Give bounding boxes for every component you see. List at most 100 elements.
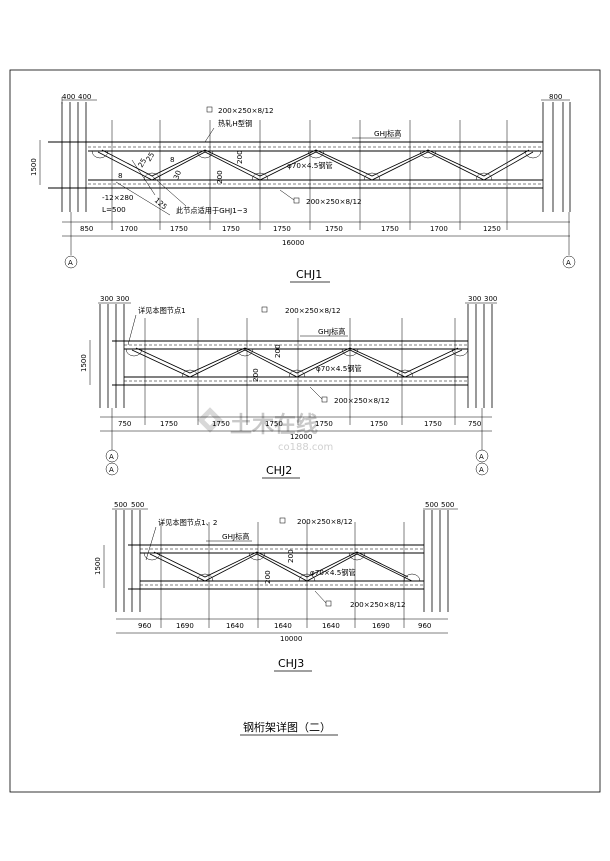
chj1-d1: 125 bbox=[153, 196, 169, 212]
chj2-bottom-section-square bbox=[321, 396, 328, 403]
chj1-height: 1500 bbox=[30, 158, 38, 176]
chj3-pipe: φ70×4.5钢管 bbox=[310, 568, 356, 577]
chj1-pipe: φ70×4.5钢管 bbox=[287, 161, 333, 170]
chj3-dim-500d: 500 bbox=[441, 501, 454, 509]
chj1-top-section-square bbox=[206, 106, 213, 113]
chj1-dim-400a: 400 bbox=[62, 93, 75, 101]
chj2-elev: GHJ标高 bbox=[318, 327, 345, 336]
chj3-bottom-section: 200×250×8/12 bbox=[350, 600, 406, 609]
chj2-dim-300c: 300 bbox=[468, 295, 481, 303]
chj2-dim-4: 1750 bbox=[315, 420, 333, 428]
chj3-dim-1: 1690 bbox=[176, 622, 194, 630]
chj2-top-section: 200×250×8/12 bbox=[285, 306, 341, 315]
chj3-node-ref: 详见本图节点1、2 bbox=[158, 518, 217, 527]
chj2-axis-right-2 bbox=[475, 462, 489, 476]
chj1-bottom-section-square bbox=[293, 197, 300, 204]
chj2-dim-5: 1750 bbox=[370, 420, 388, 428]
chj2-axis-left-2-label: A bbox=[109, 466, 114, 474]
chj3-dim-3: 1640 bbox=[274, 622, 292, 630]
chj1-rolled-h: 热轧H型钢 bbox=[218, 119, 252, 128]
chj1-d2: 25 bbox=[144, 151, 156, 163]
chj2-axis-left-1 bbox=[105, 449, 119, 463]
chj3-dim-2: 1640 bbox=[226, 622, 244, 630]
chj1-dim-6: 1750 bbox=[381, 225, 399, 233]
chj1-bottom-section: 200×250×8/12 bbox=[306, 197, 362, 206]
chj1-dim-2: 1750 bbox=[170, 225, 188, 233]
chj3-top-section: 200×250×8/12 bbox=[297, 517, 353, 526]
chj1-dim-4: 1750 bbox=[273, 225, 291, 233]
chj1-dim-5: 1750 bbox=[325, 225, 343, 233]
chj1-dim-400b: 400 bbox=[78, 93, 91, 101]
chj2-bottom-section: 200×250×8/12 bbox=[334, 396, 390, 405]
watermark: 土木在线 co188.com bbox=[197, 407, 333, 453]
chj1-axis-left bbox=[64, 255, 78, 269]
chj2-dim-3: 1750 bbox=[265, 420, 283, 428]
chj1-span-total: 16000 bbox=[282, 239, 304, 247]
chj1-top-section: 200×250×8/12 bbox=[218, 106, 274, 115]
chj3-dim-500c: 500 bbox=[425, 501, 438, 509]
chj2-axis-right-2-label: A bbox=[479, 466, 484, 474]
chj3-span-total: 10000 bbox=[280, 635, 302, 643]
chj1-dim-0: 850 bbox=[80, 225, 93, 233]
chj2-web-200b: 200 bbox=[251, 368, 260, 382]
chj2-node-ref: 详见本图节点1 bbox=[138, 306, 186, 315]
chj3-height: 1500 bbox=[94, 557, 102, 575]
chj1-dim-800: 800 bbox=[549, 93, 562, 101]
chj3-bottom-section-square bbox=[325, 600, 332, 607]
truss-chj1: 400 400 800 1500 bbox=[30, 93, 576, 283]
chj2-pipe: φ70×4.5钢管 bbox=[316, 364, 362, 373]
chj3-title: CHJ3 bbox=[278, 657, 304, 670]
chj3-elev: GHJ标高 bbox=[222, 532, 249, 541]
chj2-web-200a: 200 bbox=[273, 344, 282, 358]
chj2-dim-1: 1750 bbox=[160, 420, 178, 428]
chj3-dim-500a: 500 bbox=[114, 501, 127, 509]
chj2-dim-300a: 300 bbox=[100, 295, 113, 303]
chj2-dim-7: 750 bbox=[468, 420, 481, 428]
chj1-dim-8: 1250 bbox=[483, 225, 501, 233]
chj3-dim-5: 1690 bbox=[372, 622, 390, 630]
chj1-node-note: 此节点适用于GHJ1~3 bbox=[176, 206, 247, 215]
chj2-top-section-square bbox=[261, 306, 268, 313]
chj1-web-200b: 200 bbox=[215, 170, 224, 184]
chj3-web-200b: 200 bbox=[263, 570, 272, 584]
chj1-dim-1: 1700 bbox=[120, 225, 138, 233]
chj1-dim-7: 1700 bbox=[430, 225, 448, 233]
chj3-top-section-square bbox=[279, 517, 286, 524]
chj2-dim-0: 750 bbox=[118, 420, 131, 428]
chj1-title: CHJ1 bbox=[296, 268, 322, 281]
chj2-axis-right-1 bbox=[475, 449, 489, 463]
chj3-dim-500b: 500 bbox=[131, 501, 144, 509]
chj1-axis-right bbox=[562, 255, 576, 269]
chj2-axis-left-2 bbox=[105, 462, 119, 476]
chj2-title: CHJ2 bbox=[266, 464, 292, 477]
chj3-dim-4: 1640 bbox=[322, 622, 340, 630]
watermark-url: co188.com bbox=[278, 442, 333, 453]
chj1-plate: -12×280 bbox=[102, 193, 134, 202]
chj1-axis-right-label: A bbox=[566, 259, 571, 267]
watermark-text: 土木在线 bbox=[230, 412, 318, 438]
chj1-angle-b: 8 bbox=[170, 155, 175, 164]
chj2-dim-300d: 300 bbox=[484, 295, 497, 303]
chj1-d3: 25 bbox=[136, 157, 148, 169]
chj1-dim-3: 1750 bbox=[222, 225, 240, 233]
chj2-height: 1500 bbox=[80, 354, 88, 372]
chj2-dim-2: 1750 bbox=[212, 420, 230, 428]
truss-chj3: 500 500 500 500 1500 详见 bbox=[94, 501, 458, 672]
chj1-d4: 30 bbox=[171, 169, 183, 181]
sheet-border bbox=[9, 69, 601, 793]
chj1-axis-left-label: A bbox=[68, 259, 73, 267]
chj3-web-200a: 200 bbox=[286, 549, 295, 563]
chj2-axis-left-1-label: A bbox=[109, 453, 114, 461]
chj1-elev: GHJ标高 bbox=[374, 129, 401, 138]
chj2-axis-right-1-label: A bbox=[479, 453, 484, 461]
sheet-title: 钢桁架详图（二） bbox=[243, 720, 331, 734]
truss-chj2: 300 300 300 300 1500 bbox=[80, 295, 497, 479]
chj1-angle-a: 8 bbox=[118, 171, 123, 180]
chj2-span-total: 12000 bbox=[290, 433, 312, 441]
chj2-dim-300b: 300 bbox=[116, 295, 129, 303]
chj3-dim-6: 960 bbox=[418, 622, 431, 630]
chj2-dim-6: 1750 bbox=[424, 420, 442, 428]
chj1-web-200a: 200 bbox=[235, 150, 244, 164]
chj3-dim-0: 960 bbox=[138, 622, 151, 630]
